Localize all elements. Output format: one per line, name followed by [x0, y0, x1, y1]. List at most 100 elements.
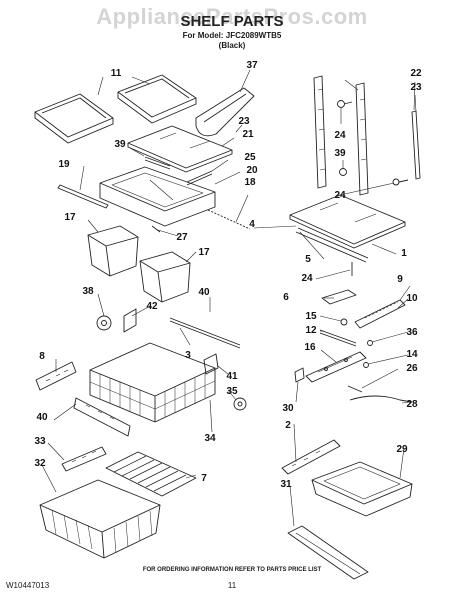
callout-25: 25 — [244, 152, 256, 163]
callout-23: 23 — [238, 116, 250, 127]
callout-17: 17 — [198, 247, 210, 258]
callout-26: 26 — [406, 363, 418, 374]
part-7-shelf-grate — [105, 451, 197, 497]
callout-21: 21 — [242, 129, 254, 140]
part-12-strip — [319, 329, 357, 347]
callout-5: 5 — [305, 254, 311, 265]
part-22-rail-right — [411, 110, 421, 180]
part-42-bracket — [123, 308, 137, 333]
part-20-drawer-frame — [99, 166, 216, 227]
part-33-panel — [61, 446, 107, 472]
page-title: SHELF PARTS — [180, 13, 284, 30]
leader-lines — [41, 69, 417, 527]
part-1-glass-shelf — [289, 194, 406, 249]
callout-10: 10 — [406, 293, 418, 304]
callout-39: 39 — [334, 148, 346, 159]
callout-17: 17 — [64, 212, 76, 223]
part-23-rail-left — [313, 75, 327, 189]
callout-8: 8 — [39, 351, 45, 362]
callout-18: 18 — [244, 177, 256, 188]
part-28-wire — [349, 395, 413, 403]
callout-24: 24 — [334, 190, 346, 201]
part-11-shelf-frame-left — [34, 93, 114, 144]
callout-2: 2 — [285, 420, 291, 431]
callout-35: 35 — [226, 386, 238, 397]
part-18-rod — [207, 209, 251, 230]
part-16-crossbar — [305, 351, 367, 383]
callout-33: 33 — [34, 436, 46, 447]
callout-36: 36 — [406, 327, 418, 338]
callout-14: 14 — [406, 349, 418, 360]
part-24-screw-top — [337, 100, 353, 108]
part-8-side-panel — [35, 361, 77, 391]
part-17-crisper-bin-right — [139, 251, 191, 303]
part-6-bracket — [321, 289, 357, 305]
callout-4: 4 — [249, 219, 255, 230]
part-41-bracket — [203, 353, 219, 375]
part-14-screw — [363, 362, 369, 368]
part-37-cover — [195, 87, 255, 137]
part-26-pin — [347, 385, 363, 393]
ordering-note: FOR ORDERING INFORMATION REFER TO PARTS … — [142, 567, 322, 573]
callout-23: 23 — [410, 82, 422, 93]
callout-34: 34 — [204, 433, 216, 444]
part-21-glass-shelf — [127, 125, 233, 173]
callout-42: 42 — [146, 301, 158, 312]
part-5-trim — [295, 227, 369, 263]
callout-40: 40 — [36, 412, 48, 423]
part-40-side-panel — [73, 397, 131, 437]
part-32-basket — [39, 479, 161, 559]
part-2-handle — [281, 439, 341, 475]
part-38-roller — [96, 315, 112, 331]
part-40-track — [169, 317, 241, 349]
part-24-screw-mid — [392, 178, 409, 186]
document-number: W10447013 — [6, 581, 50, 590]
callout-22: 22 — [410, 68, 422, 79]
color-label: (Black) — [218, 41, 246, 50]
callout-12: 12 — [305, 325, 317, 336]
callout-1: 1 — [401, 248, 407, 259]
watermark: AppliancePartsPros.com — [96, 4, 368, 29]
callout-41: 41 — [226, 371, 238, 382]
callout-40: 40 — [198, 287, 210, 298]
callout-7: 7 — [201, 473, 207, 484]
callout-27: 27 — [176, 232, 188, 243]
part-27-screw — [151, 225, 161, 233]
callout-9: 9 — [397, 274, 403, 285]
part-34-basket — [89, 342, 216, 423]
model-label: For Model: JFC2089WTB5 — [182, 31, 282, 40]
part-31-lid — [287, 525, 369, 580]
callout-37: 37 — [246, 60, 258, 71]
callout-29: 29 — [396, 444, 408, 455]
callout-24: 24 — [334, 130, 346, 141]
callout-20: 20 — [246, 165, 258, 176]
callout-16: 16 — [304, 342, 316, 353]
part-25-screw — [339, 168, 347, 176]
callout-24: 24 — [301, 273, 313, 284]
callout-19: 19 — [58, 159, 70, 170]
part-23-rail-middle — [355, 82, 369, 196]
callout-11: 11 — [111, 68, 122, 79]
part-11-shelf-frame-right — [117, 74, 197, 124]
page-number: 11 — [227, 581, 237, 590]
part-29-tray — [311, 461, 413, 517]
part-39-trim-left — [144, 156, 171, 170]
part-15-screw — [340, 318, 348, 326]
callout-31: 31 — [280, 479, 292, 490]
callout-30: 30 — [282, 403, 294, 414]
callout-38: 38 — [82, 286, 94, 297]
callout-28: 28 — [406, 399, 418, 410]
callout-39: 39 — [114, 139, 126, 150]
part-36-screw — [367, 340, 373, 346]
callout-15: 15 — [305, 311, 317, 322]
part-30-clip — [294, 367, 305, 383]
part-17-crisper-bin-left — [87, 225, 139, 277]
part-35-roller — [233, 397, 247, 411]
callout-6: 6 — [283, 292, 289, 303]
part-19-rail — [57, 184, 109, 209]
callout-32: 32 — [34, 458, 46, 469]
part-10-bar — [354, 299, 406, 329]
callout-3: 3 — [185, 350, 191, 361]
